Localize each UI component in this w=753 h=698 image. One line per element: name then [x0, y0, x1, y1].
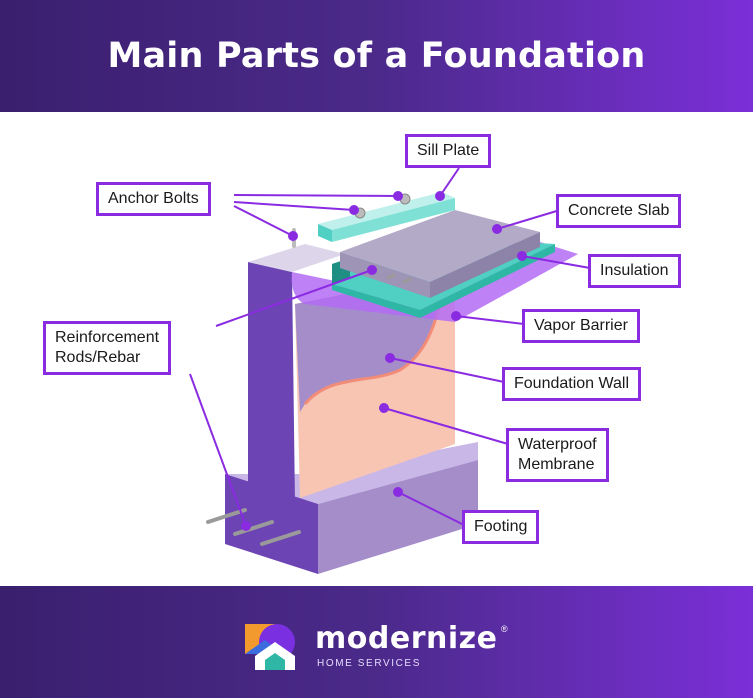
label-vapor-barrier: Vapor Barrier [522, 309, 640, 343]
label-concrete-slab-text: Concrete Slab [568, 202, 669, 219]
foundation-wall-side [248, 262, 295, 504]
label-reinforcement-line1: Reinforcement [55, 328, 159, 348]
label-foundation-wall: Foundation Wall [502, 367, 641, 401]
dot-foundation-wall [385, 353, 395, 363]
leader-concrete-slab [497, 210, 560, 229]
brand-lockup: modernize ® HOME SERVICES [243, 622, 523, 672]
foundation-diagram: Sill Plate Anchor Bolts Concrete Slab In… [0, 112, 753, 586]
label-insulation: Insulation [588, 254, 681, 288]
dot-rebar-slab [367, 265, 377, 275]
label-sill-plate: Sill Plate [405, 134, 491, 168]
dot-concrete-slab [492, 224, 502, 234]
label-waterproof-line1: Waterproof [518, 435, 597, 455]
page-title: Main Parts of a Foundation [107, 36, 645, 76]
dot-anchor-bolt-1 [393, 191, 403, 201]
dot-insulation [517, 251, 527, 261]
brand-name: modernize [315, 623, 497, 655]
label-footing: Footing [462, 510, 539, 544]
label-anchor-bolts: Anchor Bolts [96, 182, 211, 216]
brand-tagline: HOME SERVICES [317, 658, 421, 669]
label-foundation-wall-text: Foundation Wall [514, 375, 629, 392]
leader-anchor-bolts-1 [234, 195, 398, 196]
dot-waterproof [379, 403, 389, 413]
label-sill-plate-text: Sill Plate [417, 142, 479, 159]
label-insulation-text: Insulation [600, 262, 669, 279]
modernize-logo-icon [243, 622, 305, 672]
header-banner: Main Parts of a Foundation [0, 0, 753, 112]
label-footing-text: Footing [474, 518, 527, 535]
leader-vapor-barrier [456, 316, 524, 324]
dot-footing [393, 487, 403, 497]
label-anchor-bolts-text: Anchor Bolts [108, 190, 199, 207]
dot-anchor-bolt-2 [349, 205, 359, 215]
label-reinforcement: Reinforcement Rods/Rebar [43, 321, 171, 375]
dot-sill-plate [435, 191, 445, 201]
label-concrete-slab: Concrete Slab [556, 194, 681, 228]
leader-anchor-bolts-2 [234, 202, 354, 210]
dot-vapor-barrier [451, 311, 461, 321]
label-reinforcement-line2: Rods/Rebar [55, 348, 159, 368]
dot-rebar-footing [241, 521, 251, 531]
brand-registered-mark: ® [501, 624, 508, 634]
leader-anchor-bolts-3 [234, 206, 293, 236]
label-vapor-barrier-text: Vapor Barrier [534, 317, 628, 334]
leader-rebar-2 [190, 374, 246, 526]
leader-sill-plate [440, 168, 459, 196]
label-waterproof-membrane: Waterproof Membrane [506, 428, 609, 482]
dot-anchor-bolt-3 [288, 231, 298, 241]
label-waterproof-line2: Membrane [518, 455, 597, 475]
